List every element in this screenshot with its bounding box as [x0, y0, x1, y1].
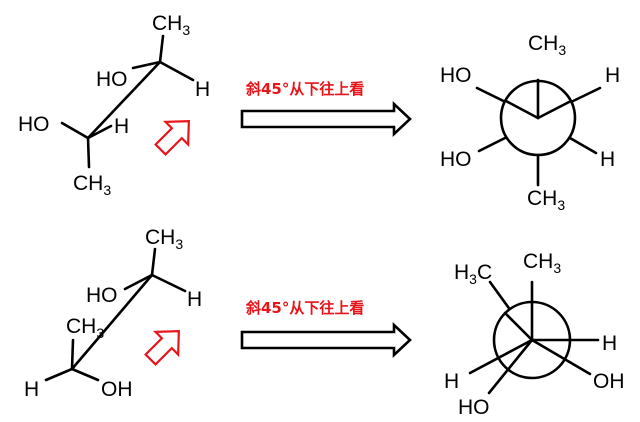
bottom-view-direction-arrow-icon — [144, 330, 180, 366]
bottom-front-oh-bond — [70, 367, 100, 382]
top-front-ch3-label: CH3 — [73, 172, 111, 198]
bottom-newman: H3C CH3 H H OH HO — [444, 250, 625, 419]
bottom-newman-front-ho-bond — [487, 338, 534, 395]
bottom-caption: 斜45°从下往上看 — [245, 299, 364, 317]
bottom-newman-front-h-bond — [468, 338, 534, 375]
top-front-h-label: H — [114, 115, 129, 138]
top-newman-back-ch3-label: CH3 — [527, 187, 565, 213]
bottom-front-ch3-bond — [70, 338, 75, 371]
bottom-newman-front-ho-label: HO — [458, 396, 490, 419]
top-back-h-label: H — [195, 78, 210, 101]
bottom-front-h-bond — [44, 367, 74, 382]
top-front-ho-label: HO — [18, 113, 50, 136]
bottom-newman-front-h-label: H — [444, 370, 459, 393]
top-back-h-bond — [158, 60, 195, 82]
bottom-front-ch3-label: CH3 — [66, 315, 104, 341]
top-view-direction-arrow-icon — [154, 120, 190, 156]
top-back-ch3-label: CH3 — [152, 12, 190, 38]
bottom-newman-front-oh-label: OH — [593, 370, 625, 393]
bottom-sawhorse-cc-bond — [70, 273, 154, 371]
top-front-ch3-bond — [86, 136, 91, 169]
bottom-back-ho-label: HO — [86, 284, 118, 307]
bottom-back-h-bond — [150, 273, 187, 293]
top-transform-arrow-icon — [240, 100, 412, 138]
top-newman-back-h-label: H — [600, 148, 615, 171]
bottom-front-oh-label: OH — [101, 378, 133, 401]
bottom-newman-back-h3c-label: H3C — [454, 261, 492, 287]
top-front-ho-bond — [60, 121, 90, 140]
bottom-back-ho-bond — [123, 273, 154, 291]
top-newman: CH3 HO H HO H CH3 — [440, 32, 620, 213]
top-newman-front-h-label: H — [605, 64, 620, 87]
bottom-newman-back-ch3-label: CH3 — [523, 250, 561, 276]
bottom-front-h-label: H — [24, 378, 39, 401]
top-back-ho-bond — [131, 60, 162, 70]
bottom-newman-front-oh-bond — [530, 338, 592, 376]
top-front-h-bond — [86, 124, 113, 140]
top-caption: 斜45°从下往上看 — [245, 80, 364, 98]
bottom-back-h-label: H — [187, 288, 202, 311]
top-newman-front-ch3-label: CH3 — [528, 32, 566, 58]
top-newman-back-ho-label: HO — [440, 148, 472, 171]
top-sawhorse: CH3 H HO HO H CH3 — [18, 12, 210, 198]
top-newman-back-h-bond — [568, 136, 598, 155]
bottom-sawhorse: CH3 H HO CH3 H OH — [24, 226, 202, 401]
bottom-back-ch3-label: CH3 — [145, 226, 183, 252]
top-back-ch3-bond — [158, 34, 165, 64]
top-newman-front-ho-label: HO — [440, 64, 472, 87]
top-newman-back-ho-bond — [477, 136, 507, 153]
bottom-back-ch3-bond — [150, 247, 157, 277]
top-sawhorse-cc-bond — [86, 60, 162, 140]
top-back-ho-label: HO — [96, 68, 128, 91]
bottom-transform-arrow-icon — [240, 321, 412, 359]
bottom-newman-back-h-label: H — [602, 332, 617, 355]
